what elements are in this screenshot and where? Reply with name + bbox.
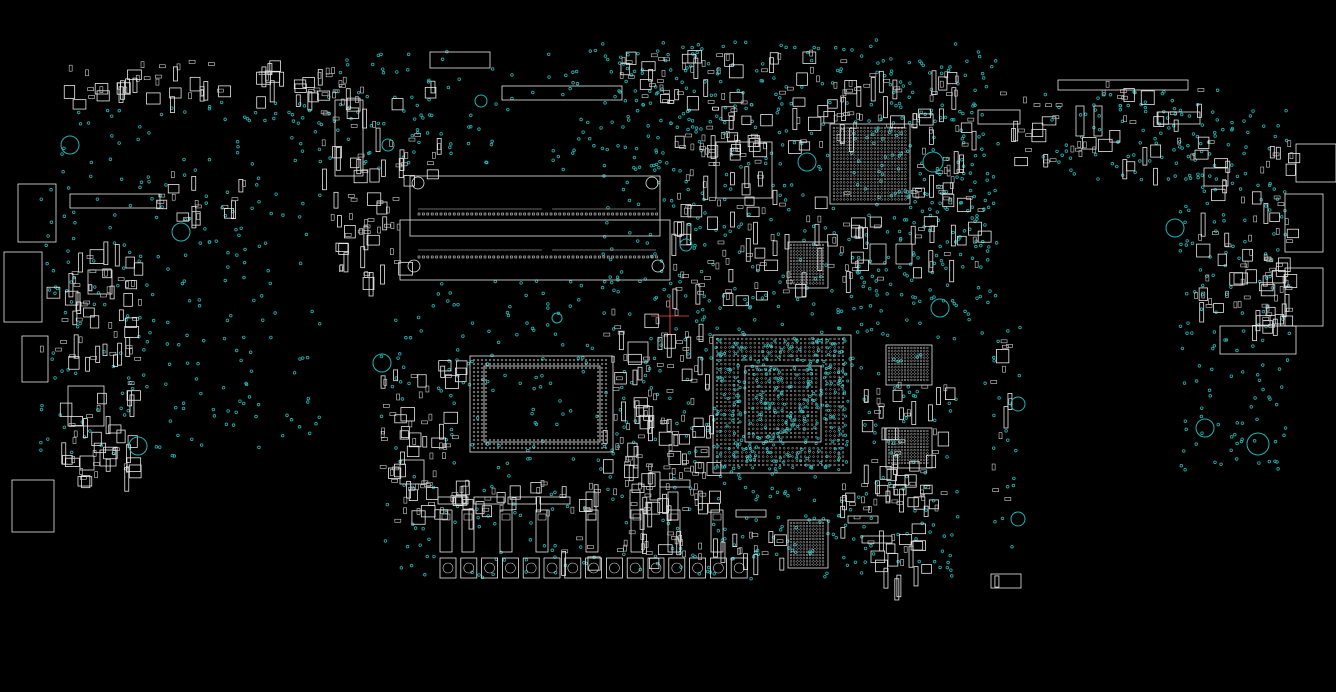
via-layer: [39, 38, 1291, 581]
vram-chip-1[interactable]: [885, 344, 933, 386]
probe-cursor[interactable]: [651, 297, 689, 335]
cpu-ball-grid: [472, 358, 608, 450]
vram-chip-3[interactable]: [787, 519, 829, 569]
top-connector[interactable]: [334, 51, 1189, 177]
pch-ball-grid: [832, 126, 907, 201]
parts-layer: [3, 49, 1336, 601]
passive-components: [39, 49, 1301, 601]
pch-bga[interactable]: [829, 123, 911, 205]
mounting-holes: [60, 94, 1270, 527]
ic-embedded-controller[interactable]: [715, 141, 773, 199]
left-ports[interactable]: [3, 183, 161, 533]
gpu-ball-grid: [715, 337, 845, 467]
cpu-bga[interactable]: [469, 355, 614, 453]
gpu-bga[interactable]: [712, 334, 852, 474]
memory-slot[interactable]: [399, 175, 671, 281]
vram-chip-2[interactable]: [885, 427, 933, 469]
ic-right-edge[interactable]: [1295, 143, 1336, 183]
right-ports[interactable]: [977, 109, 1324, 589]
